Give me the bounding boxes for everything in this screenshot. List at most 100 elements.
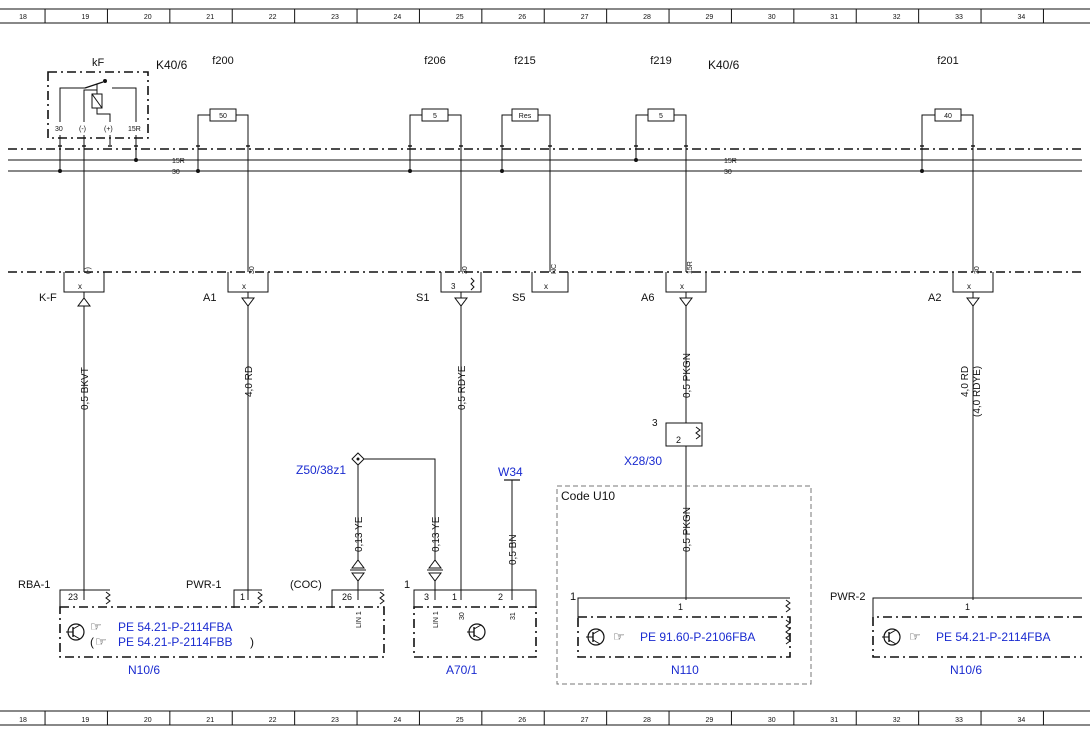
wire-runs xyxy=(83,306,974,600)
wire-label: 0,5 BKVT xyxy=(80,367,91,410)
relay-pin-30: 30 xyxy=(55,126,63,133)
bus-label-30-right: 30 xyxy=(724,169,732,176)
hand-pointer-icon: ☞ xyxy=(95,634,107,649)
fuse-value: 5 xyxy=(659,113,663,120)
ruler-label-bottom: 22 xyxy=(269,717,277,724)
ruler-label-top: 30 xyxy=(768,14,776,21)
ruler-label-top: 34 xyxy=(1018,14,1026,21)
ruler-label-bottom: 20 xyxy=(144,717,152,724)
transistor-icon xyxy=(882,628,901,646)
connector-pin: x xyxy=(544,282,548,291)
ruler-label-bottom: 27 xyxy=(581,717,589,724)
connector-name: A1 xyxy=(203,292,216,304)
n10-pwr-pin: 1 xyxy=(240,592,245,602)
ruler-label-bottom: 32 xyxy=(893,717,901,724)
n10-right-name: N10/6 xyxy=(950,663,982,677)
connector-signal: (-) xyxy=(85,267,92,274)
ruler-label-top: 25 xyxy=(456,14,464,21)
x28-label: X28/30 xyxy=(624,454,662,468)
relay-pin-minus: (-) xyxy=(79,126,86,133)
module-n10-6-right[interactable]: PWR-2 1 ☞ PE 54.21-P-2114FBA N10/6 xyxy=(830,591,1082,677)
fuse-f200[interactable]: f200 50 xyxy=(197,55,249,142)
ruler-labels: 1818191920202121222223232424252526262727… xyxy=(19,14,1025,724)
transistor-icon xyxy=(66,623,85,641)
grid-ruler-top xyxy=(0,8,1090,24)
ruler-label-bottom: 29 xyxy=(706,717,714,724)
n10-coc-pin: 26 xyxy=(342,592,352,602)
n10-ref-2-close-paren: ) xyxy=(250,635,254,649)
ruler-label-bottom: 21 xyxy=(206,717,214,724)
lin-connector-symbols xyxy=(350,559,443,600)
module-n10-6-left[interactable]: RBA-1 PWR-1 (COC) 23 1 26 LIN 1 ☞ PE 54.… xyxy=(18,579,385,677)
n10-rba-pin: 23 xyxy=(68,592,78,602)
z50-label: Z50/38z1 xyxy=(296,463,346,477)
connector-pin: x xyxy=(78,282,82,291)
x28-wire-label: 0,5 PKGN xyxy=(682,507,693,552)
wire-label: 0,5 RDYE xyxy=(457,365,468,410)
connector-pin: 3 xyxy=(451,282,456,291)
ruler-label-bottom: 28 xyxy=(643,717,651,724)
w34-wire: 0,5 BN xyxy=(508,534,519,565)
ruler-label-top: 26 xyxy=(518,14,526,21)
connector-k-f[interactable]: (-) xK-F xyxy=(39,267,105,307)
splice-z50-38z1[interactable]: Z50/38z1 0,13 YE 0,13 YE xyxy=(296,452,442,560)
ruler-label-top: 28 xyxy=(643,14,651,21)
connector-signal: 15R xyxy=(687,261,694,274)
n10r-pwr-label: PWR-2 xyxy=(830,591,865,603)
ruler-label-bottom: 30 xyxy=(768,717,776,724)
x28-pin-outer: 3 xyxy=(652,418,658,429)
fuse-id: f200 xyxy=(212,55,233,67)
connector-signal: 30 xyxy=(974,266,981,274)
n10-rba-label: RBA-1 xyxy=(18,579,50,591)
ruler-label-bottom: 31 xyxy=(830,717,838,724)
x28-pin-inner: 2 xyxy=(676,435,681,445)
n10-ref-2[interactable]: PE 54.21-P-2114FBB xyxy=(118,635,233,649)
connector-name: K-F xyxy=(39,292,57,304)
fuse-value: Res xyxy=(519,113,532,120)
relay-terminals xyxy=(58,135,138,272)
transistor-icon xyxy=(586,628,605,646)
connector-name: A2 xyxy=(928,292,941,304)
ruler-label-top: 31 xyxy=(830,14,838,21)
ground-w34[interactable]: W34 0,5 BN xyxy=(498,465,523,600)
connector-x28-30[interactable]: 3 2 X28/30 xyxy=(624,418,703,468)
n10r-pin: 1 xyxy=(965,602,970,612)
n10-ref-2-open-paren: ( xyxy=(90,635,94,649)
grid-ruler-bottom xyxy=(0,710,1090,726)
fuse-id: f206 xyxy=(424,55,445,67)
fuse-value: 50 xyxy=(219,113,227,120)
code-u10-box[interactable]: Code U10 xyxy=(556,485,812,685)
a70-pin-1: 1 xyxy=(452,592,457,602)
bus-label-15r-left: 15R xyxy=(172,158,185,165)
n110-pin: 1 xyxy=(678,602,683,612)
n10-coc-sig: LIN 1 xyxy=(356,611,363,628)
relay-kf[interactable]: kF K40/6 30 (-) (+) 15R xyxy=(47,57,188,139)
connector-pin: x xyxy=(967,282,971,291)
ruler-label-top: 32 xyxy=(893,14,901,21)
n110-name: N110 xyxy=(671,663,699,677)
n110-ref[interactable]: PE 91.60-P-2106FBA xyxy=(640,630,755,644)
ruler-label-bottom: 33 xyxy=(955,717,963,724)
ruler-label-top: 33 xyxy=(955,14,963,21)
n10r-ref[interactable]: PE 54.21-P-2114FBA xyxy=(936,630,1051,644)
n110-num: 1 xyxy=(570,591,576,603)
a70-sig-30: 30 xyxy=(459,612,466,620)
module-n110[interactable]: 1 1 ☞ PE 91.60-P-2106FBA N110 xyxy=(570,591,791,677)
relay-pin-15r: 15R xyxy=(128,126,141,133)
ruler-label-bottom: 34 xyxy=(1018,717,1026,724)
n10-ref-1[interactable]: PE 54.21-P-2114FBA xyxy=(118,620,233,634)
connector-pin: x xyxy=(242,282,246,291)
module-a70-1[interactable]: 1 3 1 2 LIN 1 30 31 A70/1 xyxy=(404,579,537,677)
